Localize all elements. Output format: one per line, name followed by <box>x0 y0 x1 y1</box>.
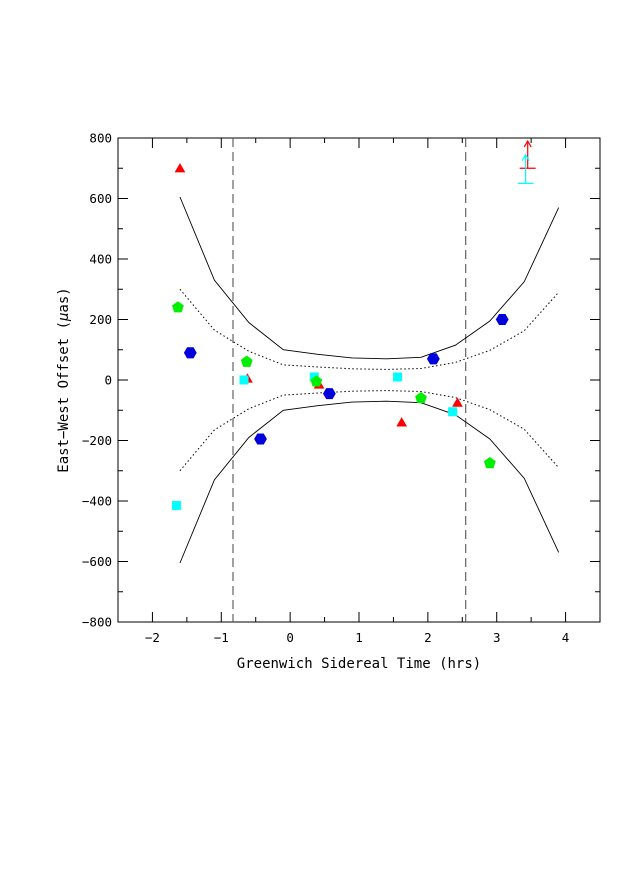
y-axis-title-prefix: East−West Offset ( <box>56 321 72 473</box>
dotted-upper-curve <box>179 288 560 370</box>
y-tick-label: −800 <box>82 615 112 630</box>
square-marker <box>172 501 182 511</box>
x-tick-label: 2 <box>424 630 432 645</box>
corner-arrowhead <box>523 139 532 148</box>
solid-upper-curve <box>179 196 560 360</box>
y-axis-title-symbol: μ <box>56 313 72 322</box>
pentagon-marker <box>172 301 184 313</box>
reference-lines <box>232 138 467 622</box>
dotted-lower-curve <box>179 390 560 472</box>
triangle-marker <box>396 417 408 427</box>
hexagon-marker <box>183 347 197 359</box>
x-axis-title: Greenwich Sidereal Time (hrs) <box>237 656 481 672</box>
hexagon-marker <box>254 433 267 445</box>
triangle-marker <box>452 397 463 407</box>
square-marker <box>393 372 403 382</box>
x-tick-label: −1 <box>214 630 229 645</box>
y-tick-labels: −800 −600 −400 −200 0 200 400 600 800 <box>82 131 112 630</box>
y-tick-label: 600 <box>89 191 112 206</box>
data-points <box>172 163 509 511</box>
x-tick-label: 0 <box>286 630 294 645</box>
pentagon-marker <box>310 375 323 387</box>
axis-ticks <box>117 137 601 623</box>
hexagon-marker <box>426 353 440 365</box>
y-axis-title-suffix: as) <box>56 287 72 312</box>
y-tick-label: 800 <box>89 131 112 146</box>
y-tick-label: 400 <box>89 252 112 267</box>
triangle-marker <box>174 163 186 173</box>
hexagon-marker <box>495 313 509 326</box>
plot-frame <box>117 137 601 623</box>
y-tick-label: −200 <box>82 433 112 448</box>
y-tick-label: 0 <box>104 373 112 388</box>
solid-lower-curve <box>179 400 560 564</box>
x-tick-label: −2 <box>145 630 160 645</box>
pentagon-marker <box>240 355 253 367</box>
x-tick-label: 1 <box>355 630 363 645</box>
square-marker <box>448 407 458 417</box>
x-tick-label: 4 <box>562 630 570 645</box>
pentagon-marker <box>415 391 427 404</box>
corner-arrowhead <box>521 153 530 161</box>
pentagon-marker <box>483 456 496 469</box>
y-axis-title: East−West Offset (μas) <box>56 287 72 472</box>
envelope-curves <box>179 196 560 564</box>
hexagon-marker <box>322 388 336 400</box>
x-tick-labels: −2 −1 0 1 2 3 4 <box>145 630 569 645</box>
x-tick-label: 3 <box>493 630 501 645</box>
y-tick-label: −400 <box>82 494 112 509</box>
y-tick-label: 200 <box>89 312 112 327</box>
y-tick-label: −600 <box>82 554 112 569</box>
square-marker <box>239 375 249 385</box>
corner-symbols <box>517 139 536 184</box>
